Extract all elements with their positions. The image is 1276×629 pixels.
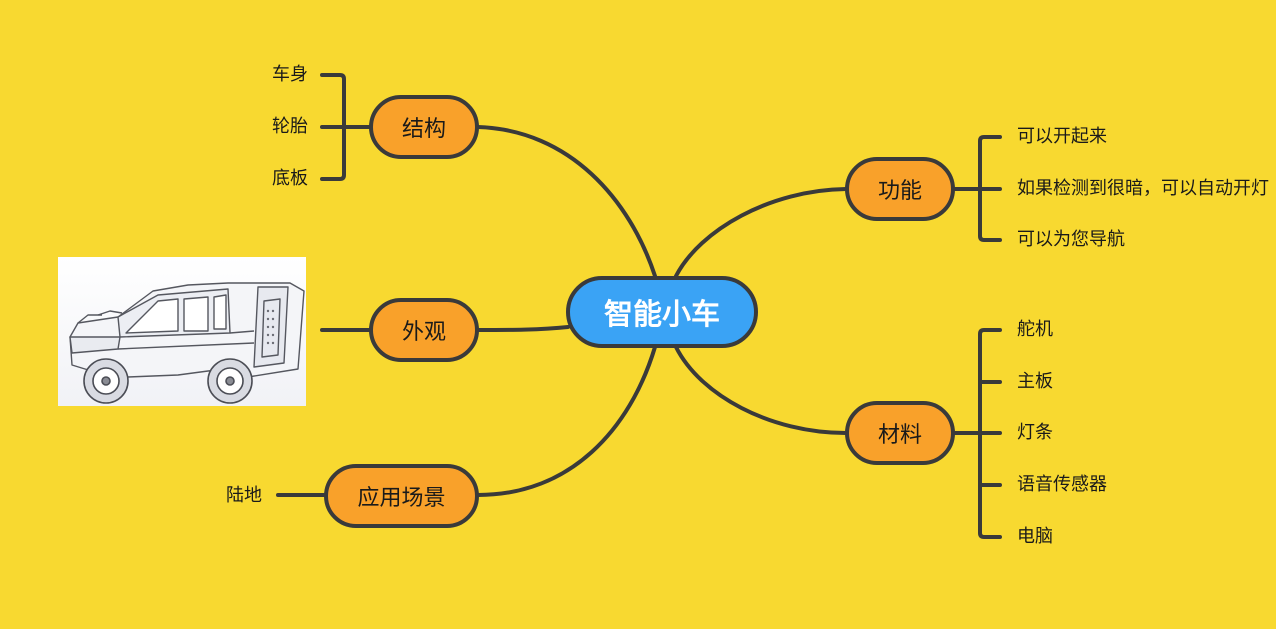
leaf-structure-3[interactable]: 底板 xyxy=(272,168,308,189)
branch-structure-label: 结构 xyxy=(401,117,446,142)
leaf-material-2[interactable]: 主板 xyxy=(1017,371,1053,392)
leaf-function-2[interactable]: 如果检测到很暗，可以自动开灯 xyxy=(1017,178,1269,199)
connector-material xyxy=(674,345,848,435)
branch-function-label: 功能 xyxy=(877,179,922,204)
bracket-function xyxy=(953,135,1002,242)
center-node-label: 智能小车 xyxy=(603,297,720,331)
leaf-structure-2[interactable]: 轮胎 xyxy=(272,116,308,137)
leaf-material-4[interactable]: 语音传感器 xyxy=(1017,474,1107,495)
leaf-structure-1[interactable]: 车身 xyxy=(272,64,308,85)
bracket-structure xyxy=(320,73,372,181)
branch-structure[interactable]: 结构 xyxy=(369,95,479,159)
branch-scenario[interactable]: 应用场景 xyxy=(324,464,479,528)
branch-function[interactable]: 功能 xyxy=(845,157,955,221)
branch-material-label: 材料 xyxy=(877,423,922,448)
branch-material[interactable]: 材料 xyxy=(845,401,955,465)
leaf-scenario-1[interactable]: 陆地 xyxy=(226,485,262,506)
leaf-material-3[interactable]: 灯条 xyxy=(1017,422,1053,443)
leaf-material-1[interactable]: 舵机 xyxy=(1017,319,1053,340)
branch-scenario-label: 应用场景 xyxy=(357,486,446,511)
branch-appearance[interactable]: 外观 xyxy=(369,298,479,362)
connector-scenario xyxy=(476,345,657,497)
connector-appearance xyxy=(476,325,570,332)
leaf-material-5[interactable]: 电脑 xyxy=(1017,526,1053,547)
car-model-image xyxy=(58,257,306,406)
connector-function xyxy=(674,187,848,278)
bracket-material xyxy=(953,328,1002,539)
leaf-function-1[interactable]: 可以开起来 xyxy=(1017,126,1107,147)
car-wireframe-icon xyxy=(69,282,305,404)
connector-structure xyxy=(476,125,657,278)
leaf-function-3[interactable]: 可以为您导航 xyxy=(1017,229,1125,250)
center-node[interactable]: 智能小车 xyxy=(566,276,758,348)
branch-appearance-label: 外观 xyxy=(401,320,446,345)
